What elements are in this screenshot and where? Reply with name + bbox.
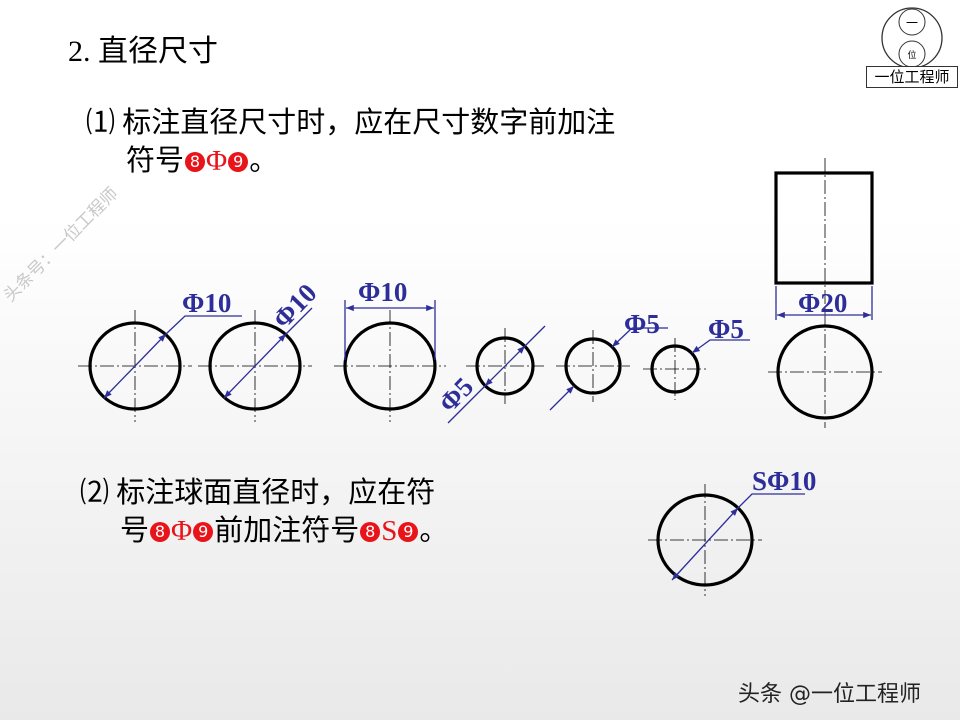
badge-open: 8 xyxy=(360,522,381,542)
logo: 一 位 xyxy=(881,7,943,69)
logo-bottom-char: 位 xyxy=(907,49,916,60)
dimension-line xyxy=(484,345,526,387)
text: 前加注符号 xyxy=(214,515,360,547)
dimension-line xyxy=(223,333,287,399)
circle xyxy=(88,321,182,411)
section-1-line-1: ⑴ 标注直径尺寸时，应在尺寸数字前加注 xyxy=(86,107,616,139)
dimension-label: Φ10 xyxy=(358,277,407,307)
dimension-label: Φ20 xyxy=(798,288,847,318)
badge-close: 9 xyxy=(228,152,249,172)
circle xyxy=(343,321,437,411)
section-2-line-1: ⑵ 标注球面直径时，应在符 xyxy=(80,477,436,509)
cylinder-view xyxy=(774,171,874,285)
logo-label: 一位工程师 xyxy=(866,66,958,88)
phi-symbol: Φ xyxy=(171,515,193,547)
dimension-label: Φ5 xyxy=(708,314,744,344)
credit-text: 头条 @一位工程师 xyxy=(738,682,921,707)
text: 。 xyxy=(249,145,279,177)
logo-top-char: 一 xyxy=(906,16,918,30)
dimension-label: Φ5 xyxy=(433,372,480,419)
s-symbol: S xyxy=(381,515,398,547)
dimension-label: Φ5 xyxy=(624,309,660,339)
circle xyxy=(475,336,535,396)
circle xyxy=(656,493,754,587)
text: 。 xyxy=(419,515,449,547)
text: 号 xyxy=(120,515,150,547)
leader-line xyxy=(524,325,546,347)
page-title: 2. 直径尺寸 xyxy=(68,35,218,68)
leader-line xyxy=(691,339,750,354)
leader-line xyxy=(611,327,633,348)
dimension-line xyxy=(671,507,739,581)
dimension-line xyxy=(103,333,167,399)
leader-line xyxy=(447,385,486,424)
circle xyxy=(776,324,874,420)
phi-symbol: Φ xyxy=(206,145,228,177)
circle xyxy=(564,337,622,395)
leader-line xyxy=(165,315,242,335)
leader-line xyxy=(285,307,313,335)
dimension-label: Φ10 xyxy=(182,288,231,318)
badge-open: 8 xyxy=(185,152,206,172)
leader-line xyxy=(737,493,805,509)
circle xyxy=(650,344,700,394)
circle xyxy=(208,321,302,411)
badge-close: 9 xyxy=(193,522,214,542)
badge-open: 8 xyxy=(150,522,171,542)
dimension-label: SΦ10 xyxy=(752,466,816,496)
badge-close: 9 xyxy=(398,522,419,542)
leader-line xyxy=(549,385,575,411)
text: 符号 xyxy=(126,145,185,177)
